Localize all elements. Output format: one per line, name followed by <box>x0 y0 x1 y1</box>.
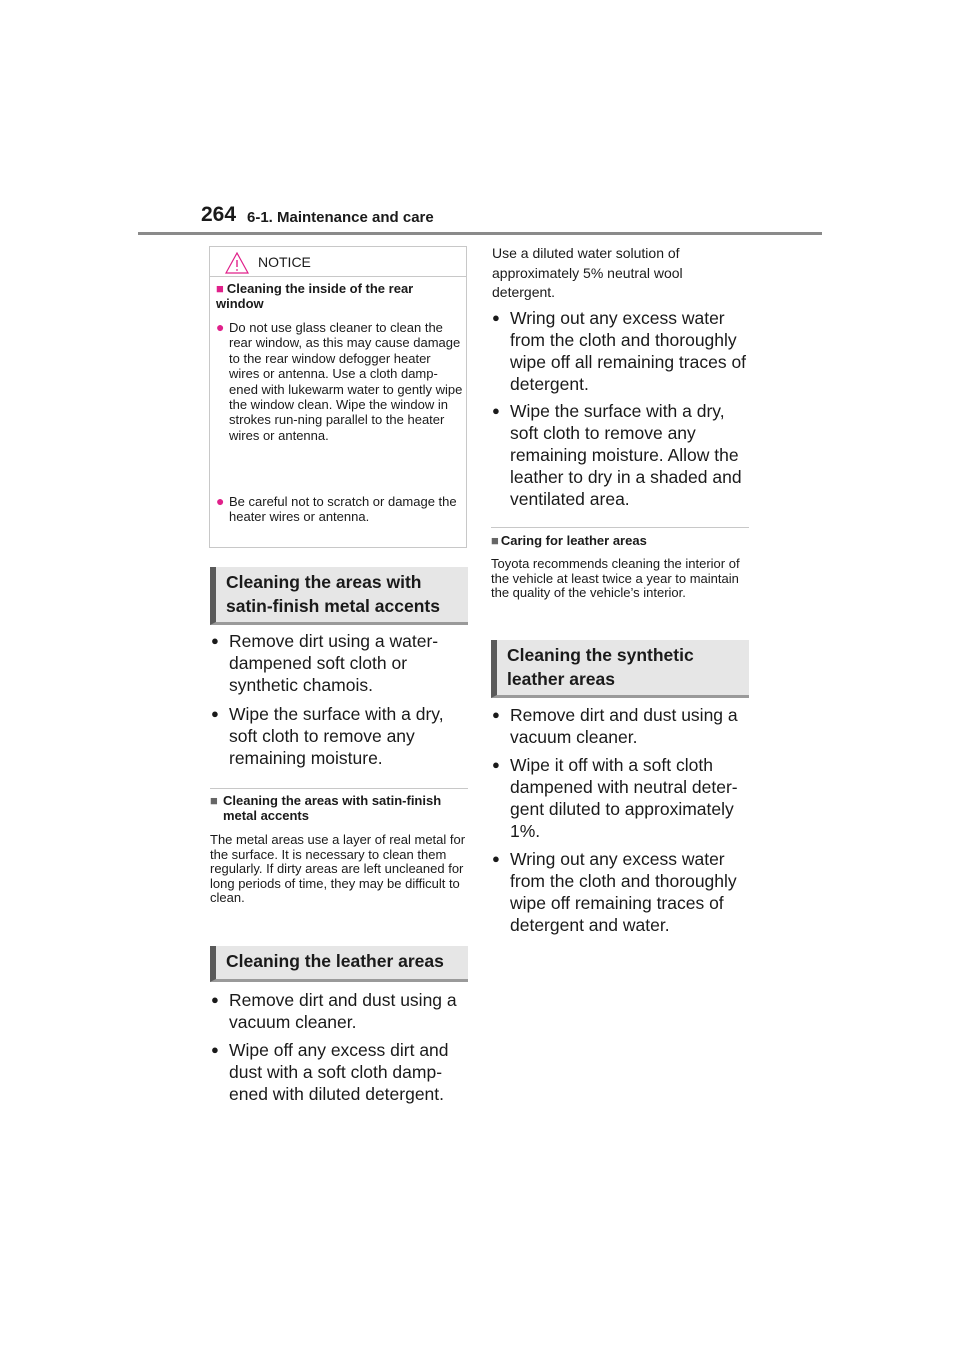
bullet-icon: ● <box>211 992 219 1007</box>
bullet-icon: ● <box>492 851 500 866</box>
list-item-text: Wipe it off with a soft cloth dampened w… <box>510 755 738 841</box>
bullet-icon: ● <box>211 1042 219 1057</box>
list-item-text: Wipe the surface with a dry, soft cloth … <box>510 401 742 509</box>
bullet-icon: ● <box>492 757 500 772</box>
list-item: ● Remove dirt using a water-dampened sof… <box>211 630 469 696</box>
divider <box>491 527 749 528</box>
note-body: Toyota recommends cleaning the interior … <box>491 556 740 601</box>
note-subheading-text: Cleaning the areas with satin-finish met… <box>223 793 442 823</box>
bullet-icon: ● <box>492 310 500 325</box>
square-bullet-icon: ■ <box>491 533 499 548</box>
list-item-text: Wring out any excess water from the clot… <box>510 308 747 394</box>
warning-triangle-icon <box>225 252 249 274</box>
list-item: ● Remove dirt and dust using a vacuum cl… <box>492 704 750 748</box>
list-item: ● Wipe off any excess dirt and dust with… <box>211 1039 469 1105</box>
list-item: ● Wipe the surface with a dry, soft clot… <box>211 703 469 769</box>
list-item-text: Wipe the surface with a dry, soft cloth … <box>229 704 444 768</box>
list-item-text: Remove dirt using a water-dampened soft … <box>229 631 439 695</box>
bullet-icon: ● <box>211 706 219 721</box>
list-item: ● Wring out any excess water from the cl… <box>492 848 750 936</box>
notice-label: NOTICE <box>258 254 311 270</box>
section-heading-leather: Cleaning the leather areas <box>210 946 468 982</box>
list-item-text: Wring out any excess water from the clot… <box>510 849 737 935</box>
list-item-text: Remove dirt and dust using a vacuum clea… <box>229 990 457 1032</box>
notice-item-text: Do not use glass cleaner to clean the re… <box>229 320 463 443</box>
notice-subheading: ■Cleaning the inside of the rear window <box>216 281 462 311</box>
section-title: 6-1. Maintenance and care <box>247 209 434 226</box>
bullet-icon: ● <box>492 403 500 418</box>
square-bullet-icon: ■ <box>216 281 224 296</box>
note-body: The metal areas use a layer of real meta… <box>210 832 466 906</box>
header-rule <box>138 232 822 235</box>
bullet-icon: ● <box>216 493 225 509</box>
list-item: ● Wring out any excess water from the cl… <box>492 307 750 395</box>
divider <box>210 788 468 789</box>
note-subheading-text: Caring for leather areas <box>500 533 647 548</box>
notice-item: ● Be careful not to scratch or damage th… <box>216 493 464 525</box>
bullet-icon: ● <box>216 319 225 335</box>
intro-note: Use a diluted water solution of approxim… <box>492 245 683 300</box>
square-bullet-icon: ■ <box>210 793 218 808</box>
notice-subheading-text: Cleaning the inside of the rear window <box>216 281 414 311</box>
list-item-text: Wipe off any excess dirt and dust with a… <box>229 1040 449 1104</box>
notice-item: ● Do not use glass cleaner to clean the … <box>216 319 464 443</box>
list-item: ● Remove dirt and dust using a vacuum cl… <box>211 989 469 1033</box>
bullet-icon: ● <box>211 633 219 648</box>
list-item: ● Wipe it off with a soft cloth dampened… <box>492 754 750 842</box>
notice-box: NOTICE ■Cleaning the inside of the rear … <box>209 246 467 548</box>
note-subheading: ■ Cleaning the areas with satin-finish m… <box>210 793 468 823</box>
section-heading-satin: Cleaning the areas with satin-finish met… <box>210 567 468 625</box>
section-heading-synthetic: Cleaning the synthetic leather areas <box>491 640 749 698</box>
notice-header: NOTICE <box>210 247 466 277</box>
notice-item-text: Be careful not to scratch or damage the … <box>229 494 457 525</box>
bullet-icon: ● <box>492 707 500 722</box>
list-item: ● Wipe the surface with a dry, soft clot… <box>492 400 750 510</box>
list-item-text: Remove dirt and dust using a vacuum clea… <box>510 705 738 747</box>
page-number: 264 <box>201 203 237 226</box>
note-subheading: ■Caring for leather areas <box>491 533 749 549</box>
